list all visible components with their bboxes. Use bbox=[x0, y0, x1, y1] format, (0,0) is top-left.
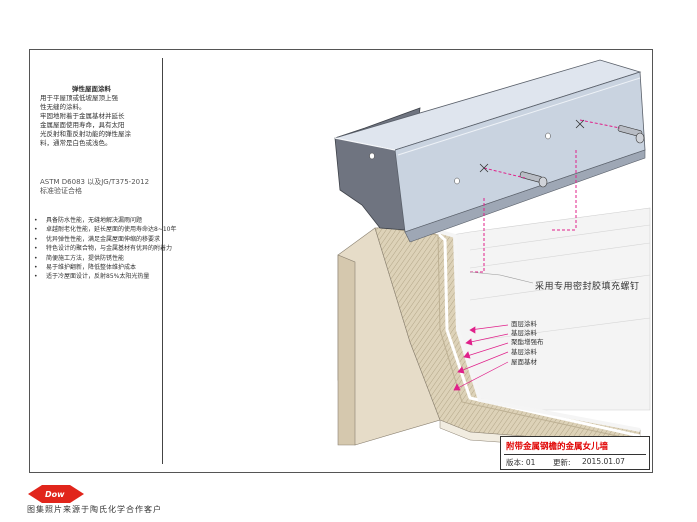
layer-label-basecoat: 基层涂料 bbox=[511, 329, 537, 337]
layer-label-substrate: 屋面基材 bbox=[511, 358, 537, 366]
feature-item: 简便施工方法，提供防锈性能 bbox=[34, 254, 176, 264]
feature-item: 易于维护翻新，降低整体维护成本 bbox=[34, 263, 176, 273]
layer-label-topcoat: 面层涂料 bbox=[511, 320, 537, 328]
feature-item: 具备防水性能，无缝地解决漏雨问题 bbox=[34, 216, 176, 226]
footer-credit: 图集照片来源于陶氏化学合作客户 bbox=[27, 505, 162, 514]
dow-diamond-logo bbox=[28, 485, 84, 503]
feature-item: 卓越耐老化性能，延长屋面的使用寿命达8~10年 bbox=[34, 225, 176, 235]
version-text: 版本: 01 bbox=[506, 458, 536, 467]
updated-date: 2015.01.07 bbox=[582, 457, 625, 466]
metal-coping bbox=[334, 59, 646, 243]
standard-text: ASTM D6083 以及JG/T375-2012 标准验证合格 bbox=[40, 178, 150, 195]
screw-path-lines bbox=[470, 119, 621, 273]
cross-marker-icon bbox=[479, 119, 585, 173]
feature-item: 优异弹性性能，满足金属屋面伸缩的移要求 bbox=[34, 235, 176, 245]
title-block: 附带金属钢檐的金属女儿墙 版本: 01 更新: 2015.01.07 bbox=[500, 436, 650, 470]
title-divider bbox=[504, 454, 646, 455]
brand-logo-text: Dow bbox=[45, 490, 65, 499]
layer-label-basecoat-2: 基层涂料 bbox=[511, 348, 537, 356]
layer-leaders bbox=[453, 324, 509, 391]
feature-item: 特色设计的聚合物，与金属基材有优异的附着力 bbox=[34, 244, 176, 254]
sealant-leader bbox=[469, 271, 534, 284]
screw-icon bbox=[519, 125, 645, 188]
sealant-callout: 采用专用密封胶填充螺钉 bbox=[535, 282, 640, 292]
feature-list: 具备防水性能，无缝地解决漏雨问题 卓越耐老化性能，延长屋面的使用寿命达8~10年… bbox=[34, 216, 176, 282]
feature-item: 适于冷屋面设计，反射85%太阳光热量 bbox=[34, 272, 176, 282]
layer-label-fabric: 聚酯增强布 bbox=[511, 338, 544, 346]
product-description: 用于平屋顶或低坡屋顶上强 性无缝的涂料。 牢固地附着于金属基材并延长 金属屋面使… bbox=[40, 94, 131, 147]
drawing-title: 附带金属钢檐的金属女儿墙 bbox=[506, 442, 609, 452]
product-title: 弹性屋面涂料 bbox=[72, 85, 111, 93]
updated-label: 更新: bbox=[553, 458, 571, 467]
